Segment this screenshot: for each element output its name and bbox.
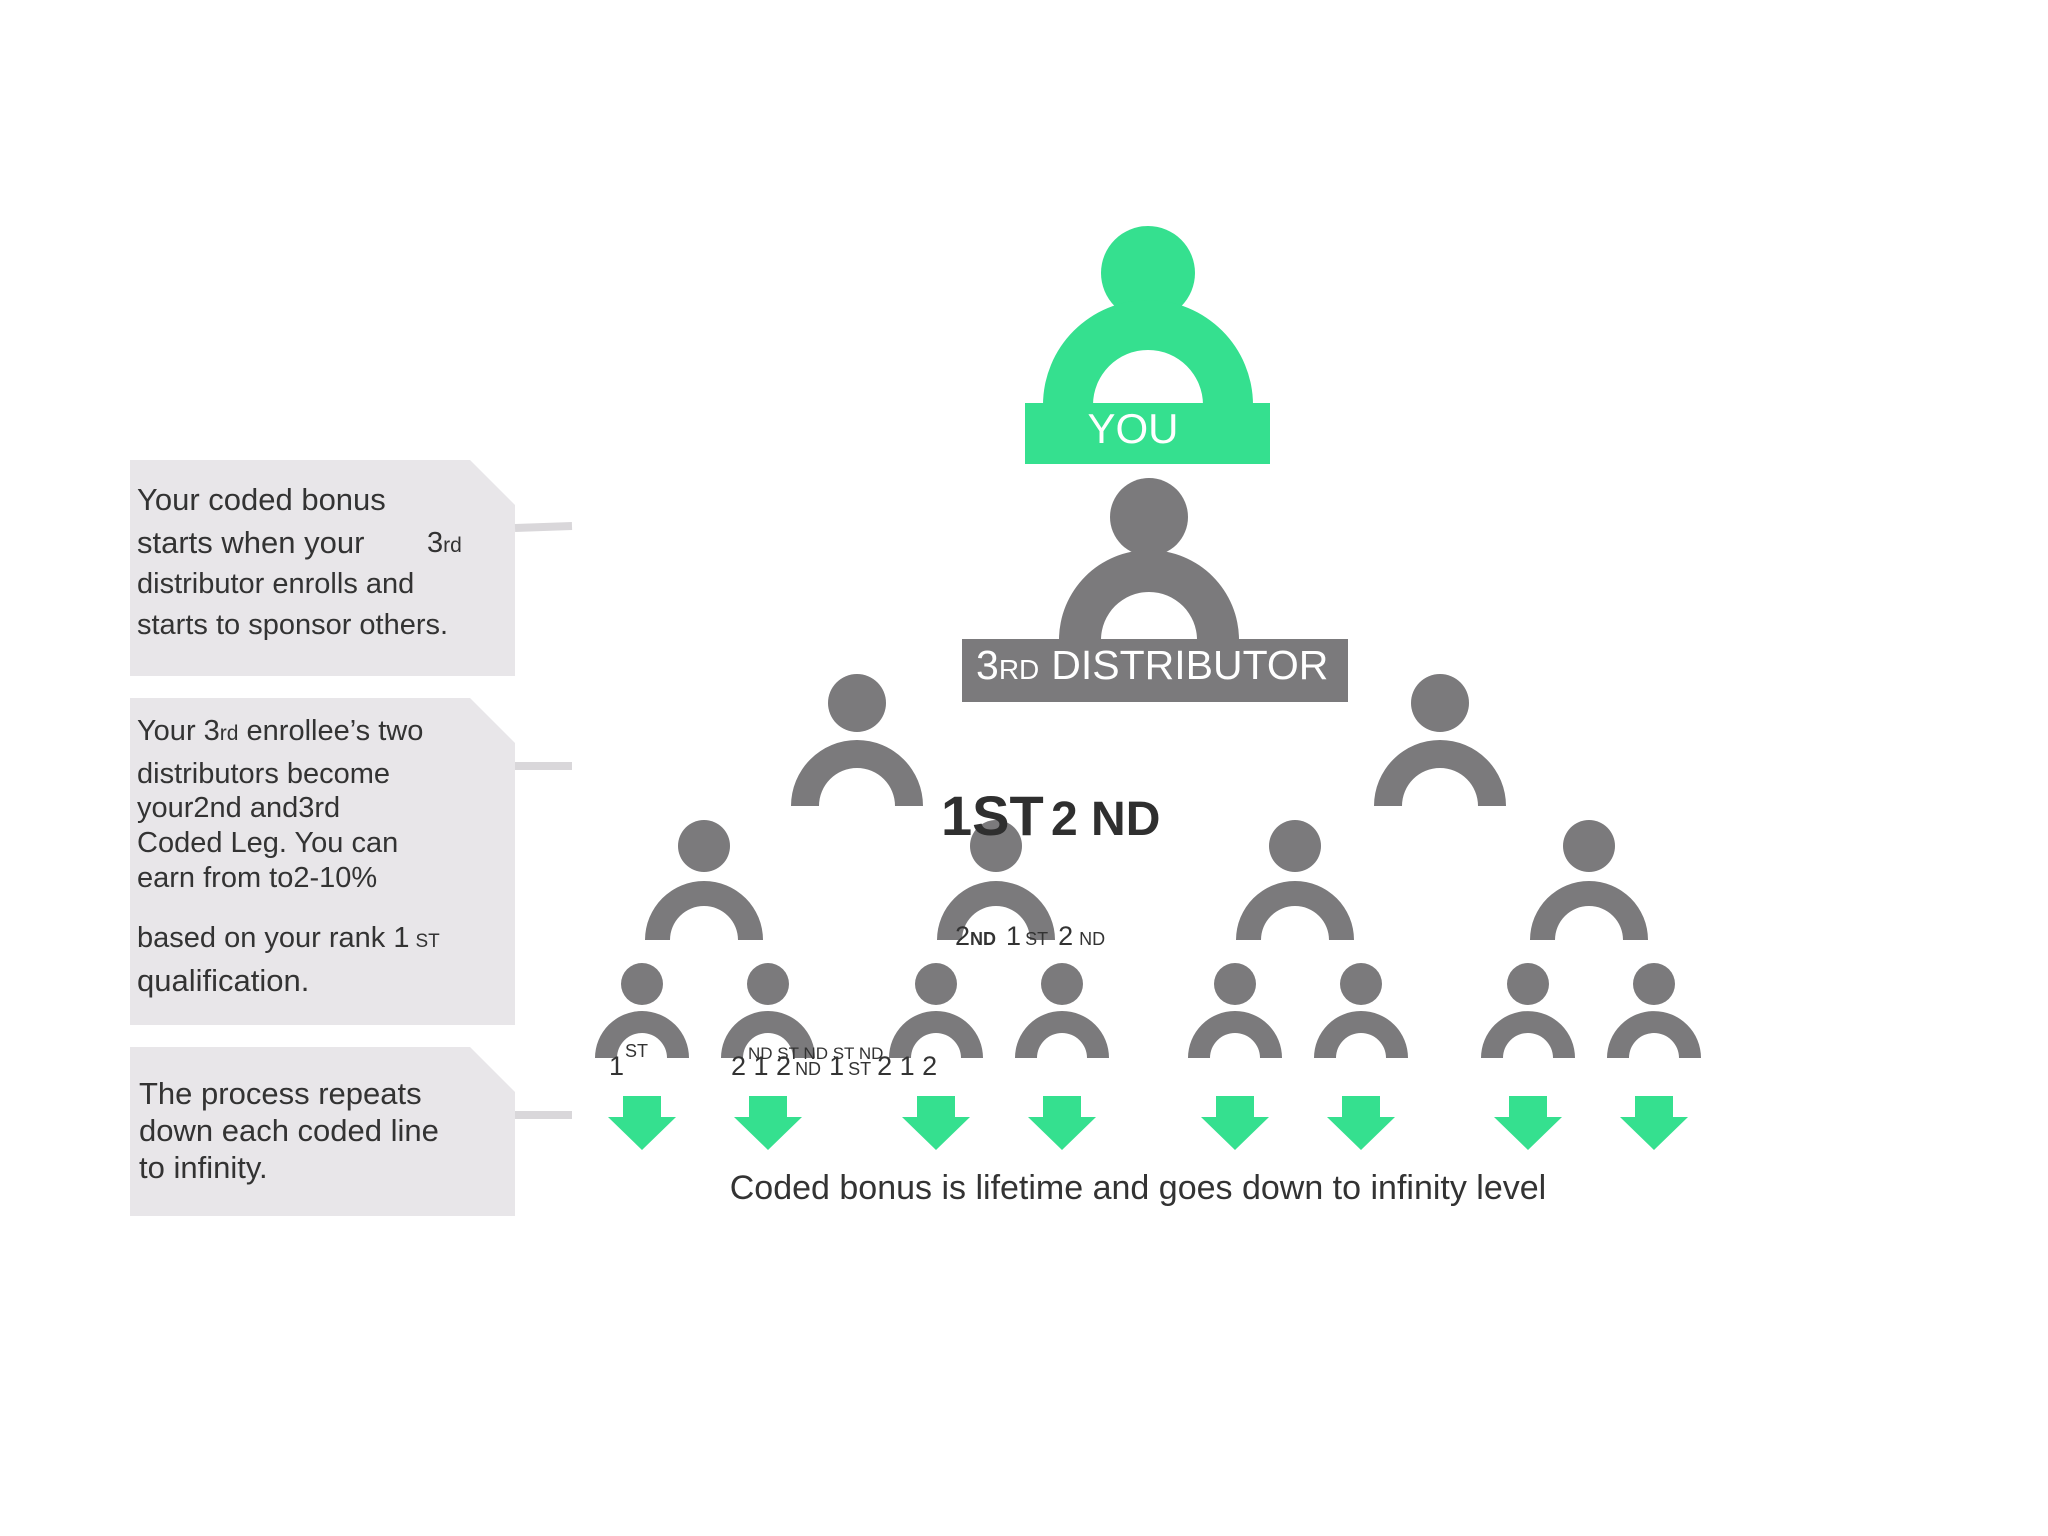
callout-1-line-3: distributor enrolls and	[137, 568, 414, 600]
level-3-label-first-number: 1	[609, 1051, 624, 1081]
person-icon	[937, 881, 1055, 940]
person-icon	[915, 963, 957, 1005]
callout-3-line-1: The process repeats	[139, 1076, 422, 1111]
arrow-down-icon	[1620, 1096, 1688, 1150]
level-3-person-5	[1188, 963, 1282, 1058]
callout-2-line-5: earn from to2-10%	[137, 862, 377, 894]
level-2-person-4	[1530, 820, 1648, 940]
level-3-person-2	[721, 963, 815, 1058]
callout-3-line-2: down each coded line	[139, 1113, 439, 1148]
callout-2-box	[130, 698, 515, 1025]
person-icon	[1607, 1011, 1701, 1058]
person-icon	[1374, 740, 1506, 806]
you-node: YOU	[1025, 226, 1270, 464]
level-3-person-4	[1015, 963, 1109, 1058]
arrow-down-icon	[1028, 1096, 1096, 1150]
person-icon	[1059, 550, 1239, 640]
person-icon	[621, 963, 663, 1005]
level-3-person-3	[889, 963, 983, 1058]
person-icon	[1411, 674, 1469, 732]
callout-2-line-3: your2nd and3rd	[137, 792, 340, 824]
leg-heading-first: 1ST	[941, 784, 1044, 847]
callout-1-line-1: Your coded bonus	[137, 482, 386, 517]
callout-3-line-3: to infinity.	[139, 1150, 268, 1185]
level-3-person-6	[1314, 963, 1408, 1058]
level-2-person-2	[937, 820, 1055, 940]
person-icon	[645, 881, 763, 940]
person-icon	[747, 963, 789, 1005]
person-icon	[1110, 478, 1188, 556]
person-icon	[1236, 881, 1354, 940]
callout-3-box	[130, 1047, 515, 1216]
person-icon	[791, 740, 923, 806]
level-3-person-7	[1481, 963, 1575, 1058]
leg-heading-second: 2 ND	[1051, 793, 1160, 846]
person-icon	[1530, 881, 1648, 940]
person-icon	[1041, 963, 1083, 1005]
arrow-down-icon	[608, 1096, 1688, 1150]
person-icon	[1507, 963, 1549, 1005]
person-icon	[1633, 963, 1675, 1005]
callout-2-line-2: distributors become	[137, 758, 390, 790]
person-icon	[721, 1011, 815, 1058]
level-2-person-1	[645, 820, 763, 940]
level-1-right-person	[1374, 674, 1506, 806]
level-3-label-first-suffix: ST	[625, 1041, 648, 1061]
level-1-left-person	[791, 674, 923, 806]
callout-1-ordinal: 3rd	[427, 527, 462, 559]
person-icon	[595, 1011, 689, 1058]
callout-1-box	[130, 460, 515, 676]
arrow-down-icon	[1327, 1096, 1395, 1150]
person-icon	[1188, 1011, 1282, 1058]
person-icon	[970, 820, 1022, 872]
arrow-down-icon	[608, 1096, 676, 1150]
level-3-label-overlap: ND ST ND ST ND	[748, 1044, 883, 1063]
person-icon	[889, 1011, 983, 1058]
person-icon	[678, 820, 730, 872]
person-icon	[1481, 1011, 1575, 1058]
person-icon	[828, 674, 886, 732]
person-icon	[1563, 820, 1615, 872]
person-icon	[1043, 300, 1253, 405]
arrow-down-icon	[1494, 1096, 1562, 1150]
level-3-person-1	[595, 963, 689, 1058]
arrow-down-icon	[902, 1096, 970, 1150]
arrow-down-icon	[734, 1096, 802, 1150]
callout-1-line-2: starts when your	[137, 525, 364, 560]
callout-2-line-4: Coded Leg. You can	[137, 827, 398, 859]
callout-1-line-4: starts to sponsor others.	[137, 609, 448, 641]
third-distributor-label-box	[962, 639, 1348, 702]
callout-3: The process repeats down each coded line…	[130, 1047, 572, 1216]
level-2-person-3	[1236, 820, 1354, 940]
callout-1: Your coded bonus starts when your 3rd di…	[130, 460, 573, 676]
person-icon	[1214, 963, 1256, 1005]
you-label: YOU	[1087, 405, 1178, 452]
arrow-down-icon	[1201, 1096, 1269, 1150]
person-icon	[1101, 226, 1195, 320]
you-label-box	[1025, 403, 1270, 464]
footer-caption: Coded bonus is lifetime and goes down to…	[730, 1169, 1546, 1207]
callout-2-line-7: qualification.	[137, 963, 309, 998]
person-icon	[1314, 1011, 1408, 1058]
person-icon	[1015, 1011, 1109, 1058]
callout-2-line-1: Your 3rd enrollee’s two	[137, 715, 423, 747]
level-3-person-8	[1607, 963, 1701, 1058]
callout-2: Your 3rd enrollee’s two distributors bec…	[130, 698, 572, 1025]
person-icon	[1340, 963, 1382, 1005]
person-icon	[1269, 820, 1321, 872]
callout-1-connector	[514, 522, 573, 532]
